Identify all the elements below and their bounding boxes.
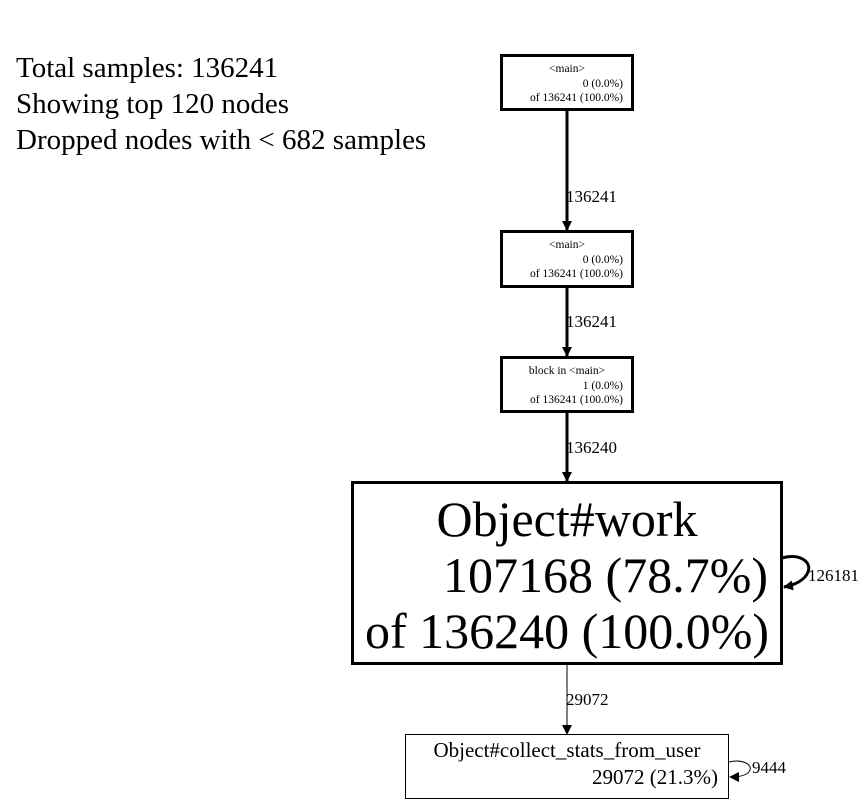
edge-label: 136240 — [566, 438, 617, 457]
node-self-samples: 0 (0.0%) — [582, 77, 623, 90]
node-title: <main> — [549, 63, 585, 75]
node-collect-stats-from-user[interactable]: Object#collect_stats_from_user 29072 (21… — [405, 734, 729, 799]
node-self-samples: 1 (0.0%) — [582, 379, 623, 392]
edge-label: 136241 — [566, 312, 617, 331]
edge-label: 126181 — [808, 566, 859, 585]
legend-shown-nodes: Showing top 120 nodes — [16, 88, 290, 120]
node-cumulative-samples: of 136240 (100.0%) — [364, 603, 770, 659]
node-self-samples: 107168 (78.7%) — [443, 547, 768, 603]
node-title: <main> — [549, 239, 585, 251]
node-self-samples: 0 (0.0%) — [582, 253, 623, 266]
node-self-samples: 29072 (21.3%) — [592, 765, 718, 789]
edge-label: 29072 — [566, 690, 609, 709]
node-title: block in <main> — [528, 365, 606, 377]
node-cumulative-samples: of 136241 (100.0%) — [530, 268, 623, 280]
legend-total-samples: Total samples: 136241 — [16, 52, 279, 84]
legend-dropped-nodes: Dropped nodes with < 682 samples — [16, 124, 427, 156]
node-block-in-main[interactable]: block in <main> 1 (0.0%) of 136241 (100.… — [500, 356, 634, 413]
profile-legend: Total samples: 136241 Showing top 120 no… — [16, 50, 426, 158]
edge-work-self-loop — [781, 555, 811, 591]
node-main-inner[interactable]: <main> 0 (0.0%) of 136241 (100.0%) — [500, 230, 634, 288]
node-cumulative-samples: of 136241 (100.0%) — [530, 394, 623, 406]
node-object-work[interactable]: Object#work 107168 (78.7%) of 136240 (10… — [351, 481, 783, 665]
edge-collect-self-loop — [728, 760, 751, 782]
edge-label: 9444 — [752, 758, 786, 777]
node-title: Object#collect_stats_from_user — [433, 738, 701, 762]
node-cumulative-samples: of 136241 (100.0%) — [530, 92, 623, 104]
node-title: Object#work — [436, 491, 698, 547]
node-main-outer[interactable]: <main> 0 (0.0%) of 136241 (100.0%) — [500, 54, 634, 111]
edge-label: 136241 — [566, 187, 617, 206]
